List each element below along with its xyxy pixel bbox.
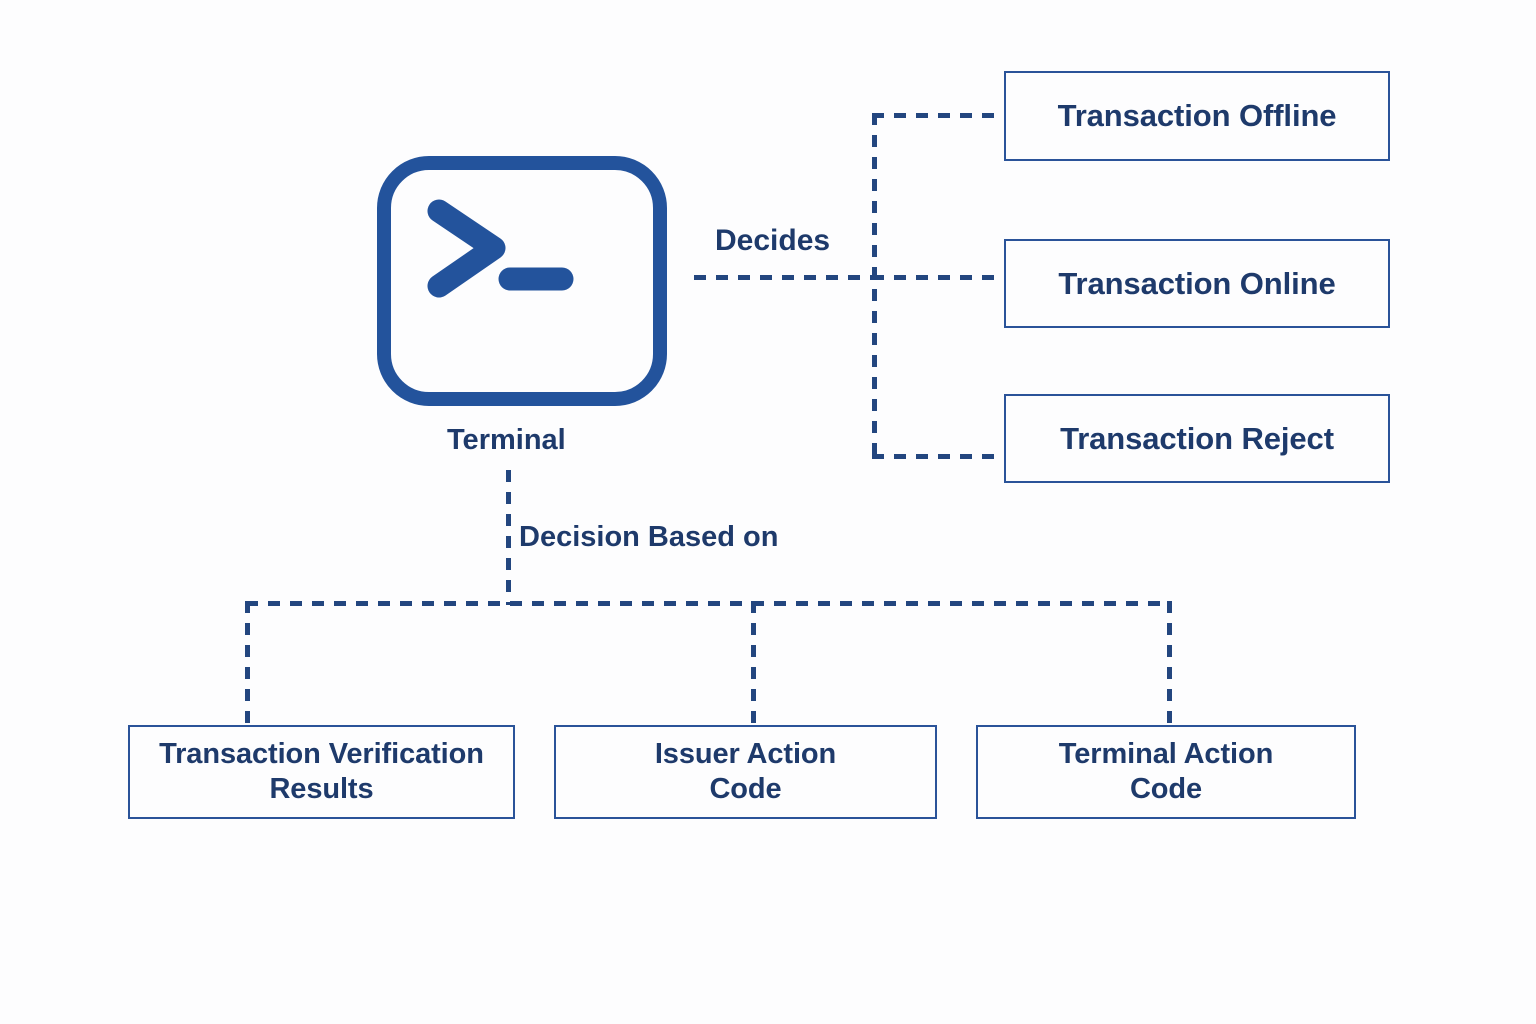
outcome-label: Transaction Reject [1060,420,1334,456]
decides-label: Decides [715,224,831,257]
connector-terminal-to-bus [506,470,511,605]
connector-bus-to-issuer-action-code [751,601,756,727]
source-box-transaction-verification-results[interactable]: Transaction Verification Results [128,725,515,819]
connector-bus-to-terminal-action-code [1167,601,1172,727]
outcome-box-transaction-reject[interactable]: Transaction Reject [1004,394,1390,483]
source-label: Issuer Action Code [654,737,837,805]
source-box-terminal-action-code[interactable]: Terminal Action Code [976,725,1356,819]
source-label: Transaction Verification Results [159,737,484,805]
source-label: Terminal Action Code [1058,737,1274,805]
terminal-label: Terminal [447,424,566,456]
terminal-icon [377,156,667,406]
source-box-issuer-action-code[interactable]: Issuer Action Code [554,725,937,819]
connector-decides-trunk [872,113,877,459]
connector-decision-bus [246,601,1172,606]
connector-bus-to-verification-results [245,601,250,727]
connector-terminal-to-trunk [694,275,878,280]
outcome-box-transaction-online[interactable]: Transaction Online [1004,239,1390,328]
decision-based-on-label: Decision Based on [519,521,779,553]
outcome-label: Transaction Online [1058,265,1336,301]
outcome-label: Transaction Offline [1057,98,1337,134]
outcome-box-transaction-offline[interactable]: Transaction Offline [1004,71,1390,161]
connector-trunk-to-reject [872,454,1006,459]
connector-trunk-to-offline [872,113,1006,118]
connector-trunk-to-online [872,275,1006,280]
